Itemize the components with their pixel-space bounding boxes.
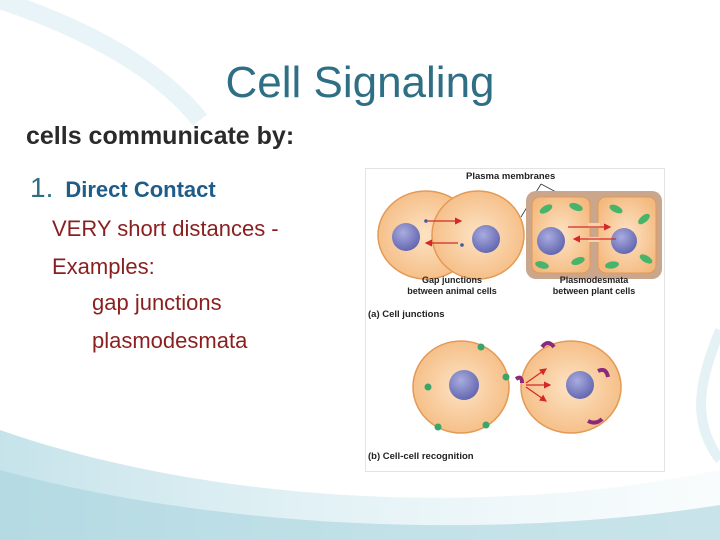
- nucleus-icon: [472, 225, 500, 253]
- chloroplast-icon: [535, 261, 549, 269]
- chloroplast-icon: [609, 204, 623, 214]
- body-line-examples: Examples:: [52, 254, 155, 279]
- body-line-distance: VERY short distances -: [52, 216, 279, 241]
- chloroplast-icon: [569, 202, 583, 212]
- nucleus-icon: [566, 371, 594, 399]
- figure-drawing: Plasma membranes: [368, 171, 662, 462]
- chloroplast-icon: [639, 254, 653, 264]
- chloroplast-icon: [638, 213, 650, 225]
- nucleus-icon: [537, 227, 565, 255]
- label-cell-junctions: (a) Cell junctions: [368, 309, 445, 320]
- slide-title-text: Cell Signaling: [225, 58, 495, 107]
- point-text: Direct Contact: [65, 177, 216, 202]
- chloroplast-icon: [571, 256, 585, 266]
- cell-recognition: [412, 340, 622, 434]
- point-number: 1.: [30, 172, 54, 203]
- ligand-icon: [540, 341, 556, 349]
- animal-cells-gap-junction: [377, 190, 525, 280]
- cell-junction-figure: Plasma membranes: [365, 168, 665, 472]
- ligand-icon: [597, 367, 610, 378]
- label-plasmodesmata: Plasmodesmata: [560, 275, 630, 285]
- point-1: 1. Direct Contact: [30, 172, 216, 204]
- nucleus-icon: [449, 370, 479, 400]
- body-line-plasmo: plasmodesmata: [92, 328, 248, 353]
- label-gap-junctions-sub: between animal cells: [407, 286, 497, 296]
- chloroplast-icon: [539, 204, 553, 214]
- receptor-icon: [424, 383, 432, 391]
- chloroplast-icon: [605, 261, 619, 269]
- slide-title: Cell Signaling: [0, 58, 720, 108]
- slide-subtitle: cells communicate by:: [26, 122, 295, 150]
- receptor-icon: [502, 373, 510, 381]
- nucleus-icon: [611, 228, 637, 254]
- label-plasma-membranes: Plasma membranes: [466, 171, 555, 182]
- label-cell-recognition: (b) Cell-cell recognition: [368, 451, 474, 462]
- receptor-icon: [434, 423, 442, 431]
- ligand-icon: [587, 417, 604, 425]
- receptor-icon: [477, 343, 485, 351]
- nucleus-icon: [392, 223, 420, 251]
- label-gap-junctions: Gap junctions: [422, 275, 482, 285]
- body-line-gap: gap junctions: [92, 290, 222, 315]
- arrow-icon: [525, 368, 547, 384]
- arrow-icon: [525, 386, 547, 402]
- plant-cells-plasmodesmata: [526, 191, 662, 279]
- ligand-icon: [514, 375, 524, 384]
- receptor-icon: [482, 421, 490, 429]
- label-plasmodesmata-sub: between plant cells: [553, 286, 636, 296]
